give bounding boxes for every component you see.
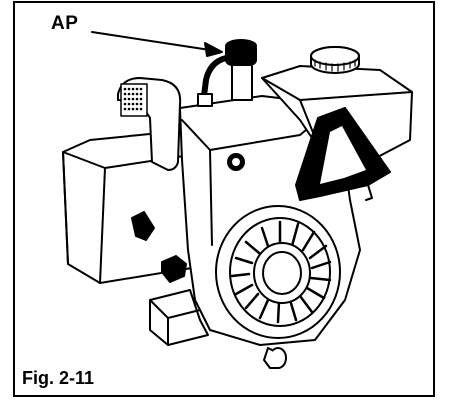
- callout-arrow: [91, 31, 223, 57]
- callout-label-ap: AP: [51, 13, 79, 34]
- flywheel-guard: [215, 205, 341, 339]
- handle: [295, 107, 391, 201]
- base-mount: [149, 289, 209, 346]
- fuel-tank: [261, 46, 413, 161]
- knob-left: [131, 211, 155, 241]
- knob-lower: [161, 255, 187, 283]
- ap-component: [197, 39, 257, 107]
- figure-caption: Fig. 2-11: [22, 368, 95, 388]
- crankshaft: [263, 347, 287, 369]
- air-cleaner: [117, 77, 182, 171]
